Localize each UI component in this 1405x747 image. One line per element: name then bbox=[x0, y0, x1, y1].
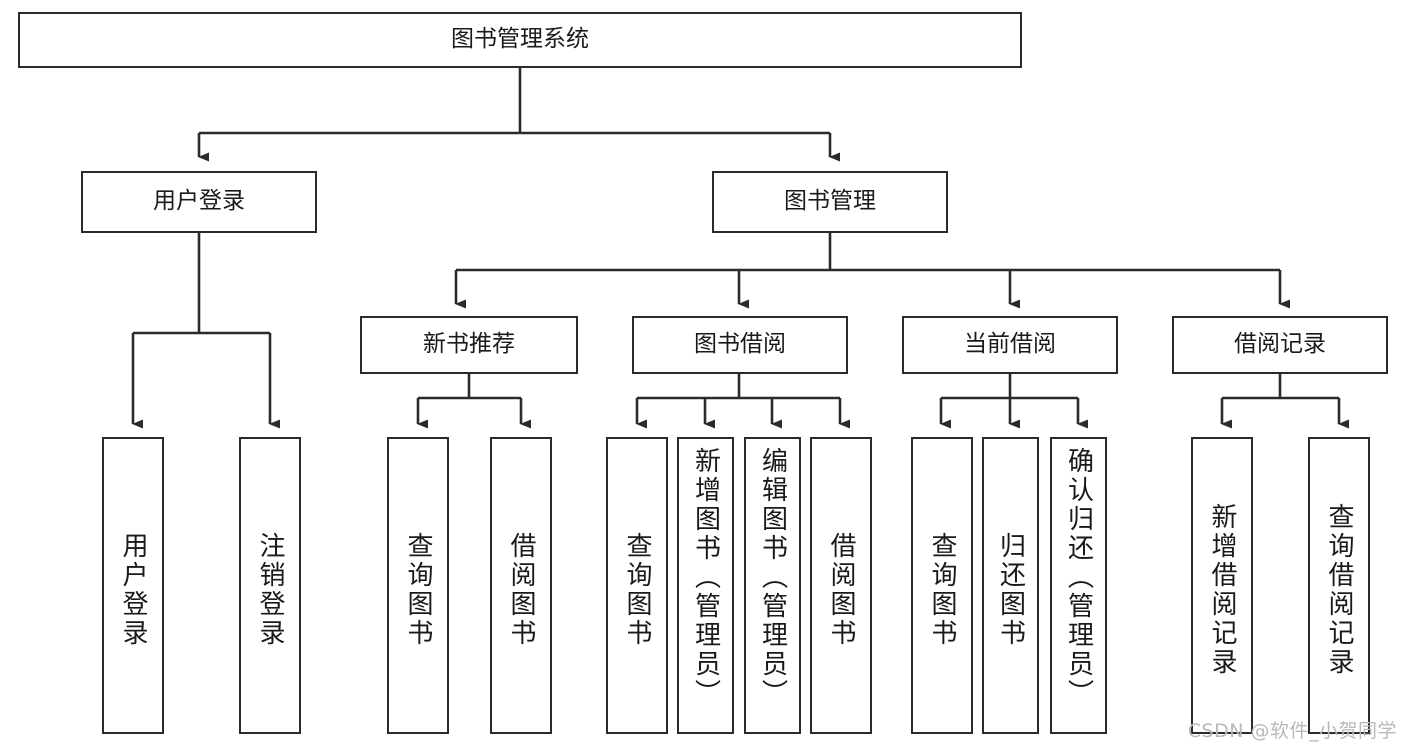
node-leaf-edit-book-admin-label: 编辑图书（管理员） bbox=[757, 447, 788, 708]
node-leaf-borrow-book-label: 借阅图书 bbox=[826, 531, 856, 648]
node-leaf-add-borrow-record-label: 新增借阅记录 bbox=[1207, 502, 1237, 677]
node-leaf-borrow-book-recommend[interactable]: 借阅图书 bbox=[490, 437, 552, 734]
node-leaf-logout[interactable]: 注销登录 bbox=[239, 437, 301, 734]
node-leaf-borrow-book-recommend-label: 借阅图书 bbox=[506, 531, 536, 648]
node-leaf-query-borrow-record-label: 查询借阅记录 bbox=[1324, 502, 1354, 677]
node-user-login-label: 用户登录 bbox=[153, 188, 245, 215]
watermark-text: CSDN @软件_小贺同学 bbox=[1187, 720, 1397, 742]
node-leaf-user-login-label: 用户登录 bbox=[118, 531, 148, 648]
node-leaf-return-book[interactable]: 归还图书 bbox=[982, 437, 1039, 734]
node-borrow-record-label: 借阅记录 bbox=[1234, 331, 1326, 358]
node-current-borrow-label: 当前借阅 bbox=[964, 331, 1056, 358]
node-leaf-query-book-borrow[interactable]: 查询图书 bbox=[606, 437, 668, 734]
node-book-borrow[interactable]: 图书借阅 bbox=[632, 316, 848, 374]
node-leaf-query-book-current-label: 查询图书 bbox=[927, 531, 957, 648]
node-book-management[interactable]: 图书管理 bbox=[712, 171, 948, 233]
node-leaf-confirm-return-admin[interactable]: 确认归还（管理员） bbox=[1050, 437, 1107, 734]
node-new-book-recommend-label: 新书推荐 bbox=[423, 331, 515, 358]
node-book-management-label: 图书管理 bbox=[784, 188, 876, 215]
node-leaf-add-book-admin-label: 新增图书（管理员） bbox=[690, 447, 721, 708]
node-leaf-add-book-admin[interactable]: 新增图书（管理员） bbox=[677, 437, 734, 734]
node-leaf-return-book-label: 归还图书 bbox=[995, 531, 1026, 648]
node-leaf-query-borrow-record[interactable]: 查询借阅记录 bbox=[1308, 437, 1370, 734]
node-new-book-recommend[interactable]: 新书推荐 bbox=[360, 316, 578, 374]
node-leaf-query-book-current[interactable]: 查询图书 bbox=[911, 437, 973, 734]
node-borrow-record[interactable]: 借阅记录 bbox=[1172, 316, 1388, 374]
node-leaf-user-login[interactable]: 用户登录 bbox=[102, 437, 164, 734]
node-user-login[interactable]: 用户登录 bbox=[81, 171, 317, 233]
node-leaf-edit-book-admin[interactable]: 编辑图书（管理员） bbox=[744, 437, 801, 734]
node-book-borrow-label: 图书借阅 bbox=[694, 331, 786, 358]
node-leaf-logout-label: 注销登录 bbox=[255, 531, 285, 648]
node-leaf-borrow-book[interactable]: 借阅图书 bbox=[810, 437, 872, 734]
node-leaf-add-borrow-record[interactable]: 新增借阅记录 bbox=[1191, 437, 1253, 734]
node-leaf-query-book-recommend-label: 查询图书 bbox=[403, 531, 433, 648]
node-root-label: 图书管理系统 bbox=[451, 26, 589, 53]
node-root[interactable]: 图书管理系统 bbox=[18, 12, 1022, 68]
node-leaf-confirm-return-admin-label: 确认归还（管理员） bbox=[1063, 447, 1094, 708]
node-leaf-query-book-recommend[interactable]: 查询图书 bbox=[387, 437, 449, 734]
node-current-borrow[interactable]: 当前借阅 bbox=[902, 316, 1118, 374]
node-leaf-query-book-borrow-label: 查询图书 bbox=[622, 531, 652, 648]
